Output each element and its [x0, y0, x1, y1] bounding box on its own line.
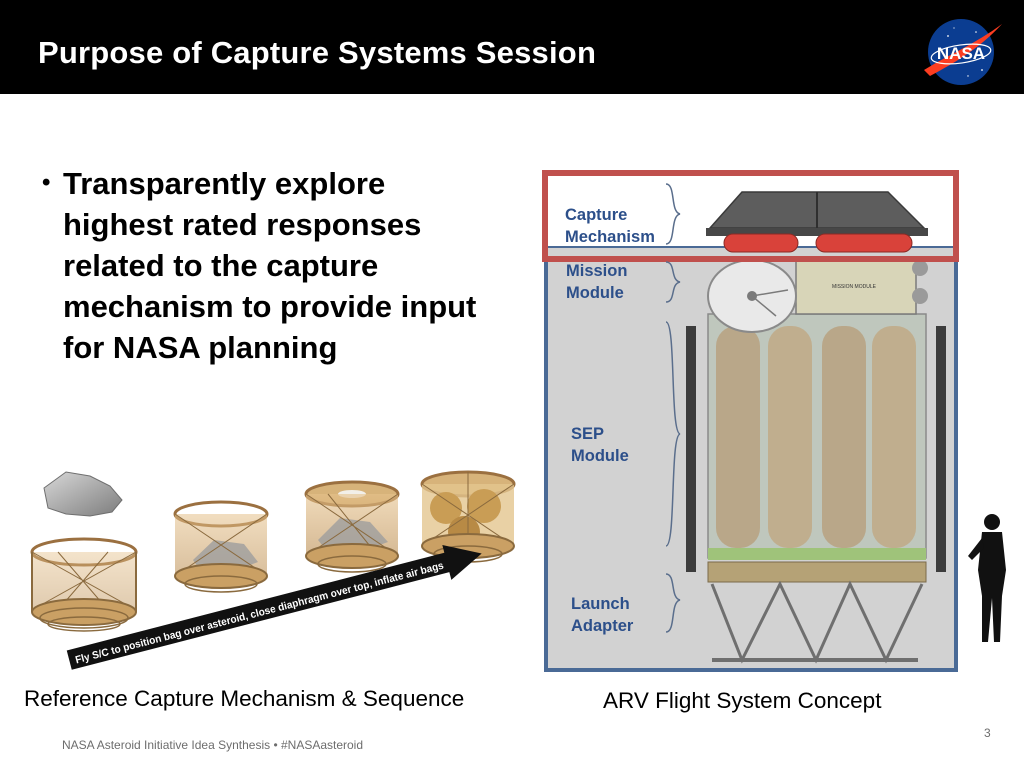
label-mission-1: Mission	[566, 262, 627, 280]
asteroid-shape	[43, 471, 123, 517]
label-mission-2: Module	[566, 284, 624, 302]
capture-stage-2	[173, 500, 269, 593]
capture-mechanism-highlight	[542, 170, 959, 262]
bullet-text: Transparently explore highest rated resp…	[63, 166, 477, 365]
caption-arv-concept: ARV Flight System Concept	[603, 688, 882, 713]
slide-title: Purpose of Capture Systems Session	[38, 35, 597, 70]
mission-module-plate: MISSION MODULE	[832, 284, 877, 290]
caption-capture-sequence: Reference Capture Mechanism & Sequence	[24, 686, 465, 711]
title-bar	[0, 0, 1024, 94]
nasa-logo: NASA	[924, 19, 1002, 85]
bullet-marker: •	[42, 169, 51, 196]
section-braces	[665, 183, 681, 633]
capture-stage-1	[30, 537, 138, 632]
capture-sequence-illustration: Fly S/C to position bag over asteroid, c…	[30, 470, 516, 670]
human-scale-silhouette	[968, 514, 1006, 642]
capture-airbag-right	[815, 233, 913, 253]
nasa-logo-text: NASA	[937, 44, 985, 63]
label-sep-1: SEP	[571, 425, 604, 443]
label-sep-2: Module	[571, 447, 629, 465]
label-launch-1: Launch	[571, 595, 630, 613]
capture-airbag-left	[723, 233, 799, 253]
page-number: 3	[984, 726, 991, 740]
capture-stage-4	[420, 470, 516, 563]
label-capture-2: Mechanism	[565, 228, 655, 246]
label-launch-2: Adapter	[571, 617, 634, 635]
footer-text: NASA Asteroid Initiative Idea Synthesis …	[62, 738, 364, 752]
capture-stage-3	[304, 480, 400, 573]
mission-module-body	[795, 257, 917, 315]
label-capture-1: Capture	[565, 206, 627, 224]
arv-flight-system-illustration: MISSION MODULE Capture Mechanism Mission…	[542, 170, 1006, 672]
